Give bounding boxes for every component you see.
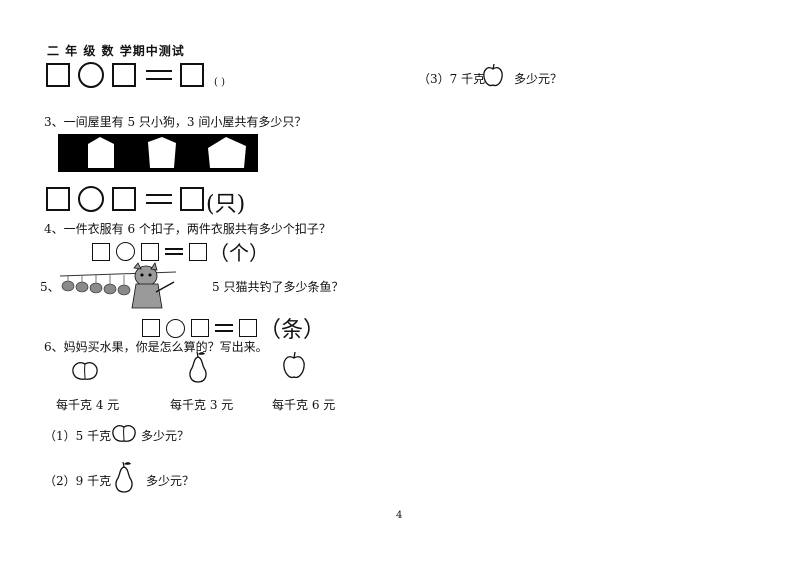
equals-sign — [215, 319, 233, 337]
cat-fishing-image — [59, 262, 177, 309]
question-4-text: 4、一件衣服有 6 个扣子，两件衣服共有多少个扣子？ — [44, 222, 331, 236]
answer-box[interactable] — [141, 242, 159, 261]
question-6-text: 6、妈妈买水果，你是怎么算的？写出来。 — [44, 340, 268, 354]
equals-sign — [165, 243, 183, 261]
apple-icon — [283, 351, 305, 379]
pear-icon — [115, 461, 133, 493]
q6-sub2-label: （2）9 千克 — [44, 474, 112, 488]
page-title: 二 年 级 数 学期中测试 — [47, 44, 185, 58]
operator-circle[interactable] — [116, 242, 135, 261]
q6-sub2-suffix: 多少元？ — [146, 474, 195, 488]
house-icon — [88, 137, 114, 168]
unit-label: （条） — [259, 318, 326, 343]
peach-icon — [72, 362, 98, 380]
price-peach: 每千克 4 元 — [56, 398, 120, 412]
question-5-text: 5 只猫共钓了多少条鱼？ — [212, 280, 344, 294]
unit-label: （个） — [209, 241, 269, 265]
equals-sign — [146, 187, 172, 211]
equals-sign — [146, 63, 172, 87]
answer-box[interactable] — [239, 319, 257, 337]
equation-boxes-q4: （个） — [92, 237, 269, 266]
house-icon — [148, 137, 176, 168]
pear-icon — [189, 351, 207, 383]
peach-icon — [112, 425, 136, 442]
house-icon — [208, 137, 246, 168]
question-3-text: 3、一间屋里有 5 只小狗，3 间小屋共有多少只？ — [44, 115, 307, 129]
q3-right-label: （3）7 千克 — [418, 72, 486, 86]
unit-label: (只) — [206, 192, 246, 217]
apple-icon — [483, 63, 503, 87]
answer-box[interactable] — [180, 187, 204, 211]
answer-box[interactable] — [180, 63, 204, 87]
operator-circle[interactable] — [166, 318, 185, 338]
page-number: 4 — [396, 510, 403, 521]
question-5-number: 5、 — [40, 280, 60, 294]
unit-blank[interactable]: ( ) — [214, 76, 225, 88]
answer-box[interactable] — [46, 63, 70, 87]
q3-right-suffix: 多少元？ — [514, 72, 563, 86]
q6-sub1-suffix: 多少元？ — [141, 429, 190, 443]
answer-box[interactable] — [92, 242, 110, 261]
answer-box[interactable] — [142, 319, 160, 337]
answer-box[interactable] — [46, 187, 70, 211]
price-apple: 每千克 6 元 — [272, 398, 336, 412]
answer-box[interactable] — [112, 63, 136, 87]
equation-boxes-q5: （条） — [142, 312, 325, 344]
answer-box[interactable] — [191, 319, 209, 337]
price-pear: 每千克 3 元 — [170, 398, 234, 412]
houses-image — [58, 134, 258, 172]
equation-boxes-q3: (只) — [46, 180, 245, 218]
operator-circle[interactable] — [78, 186, 104, 212]
answer-box[interactable] — [112, 187, 136, 211]
q6-sub1-label: （1）5 千克 — [44, 429, 112, 443]
operator-circle[interactable] — [78, 62, 104, 88]
answer-box[interactable] — [189, 242, 207, 261]
equation-boxes-q2: ( ) — [46, 62, 225, 88]
